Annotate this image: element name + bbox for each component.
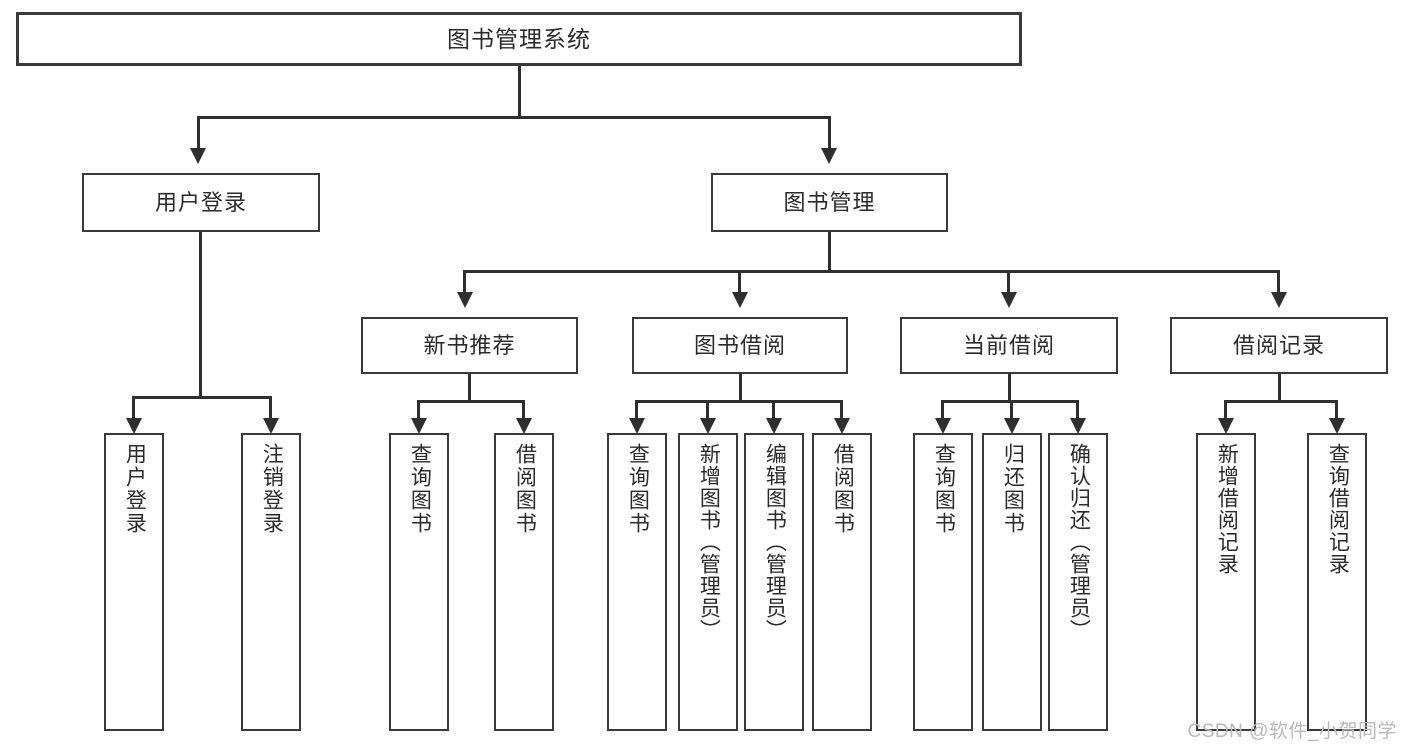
node-label: 借阅图书 [831,443,855,535]
node-label: 归还图书 [1001,443,1025,535]
node-label: 借阅图书 [513,443,537,535]
leaf-query-book-current[interactable]: 查询图书 [913,433,973,731]
node-book-management[interactable]: 图书管理 [711,173,948,232]
node-label: 图书管理系统 [447,25,591,52]
arrowhead-leaf-confirm-return-cb [1070,418,1086,434]
arrowhead-new-book-recommend [457,292,473,308]
leaf-borrow-book-new-recommend[interactable]: 借阅图书 [494,433,554,731]
node-current-borrow[interactable]: 当前借阅 [900,317,1118,374]
leaf-return-book-current[interactable]: 归还图书 [982,433,1042,731]
node-label: 注销登录 [260,443,284,535]
arrowhead-book-management [821,148,837,164]
connector-cb-child-1 [941,400,944,420]
arrowhead-user-login [190,148,206,164]
arrowhead-leaf-add-record-br [1218,418,1234,434]
connector-root-to-book-management [828,116,831,150]
connector-nbr-bus [417,400,525,403]
connector-br-child-1 [1224,400,1227,420]
connector-br-stem [1278,374,1281,402]
node-label: 查询图书 [932,443,956,535]
connector-nbr-stem [468,374,471,402]
connector-user-login-bus [132,396,272,399]
connector-root-to-user-login [197,116,200,150]
leaf-query-book-new-recommend[interactable]: 查询图书 [389,433,449,731]
connector-book-management-bus [463,270,1280,273]
node-root-book-management-system[interactable]: 图书管理系统 [16,12,1022,66]
leaf-add-book-admin[interactable]: 新增图书（管理员） [678,433,738,731]
watermark-text: CSDN @软件_小贺同学 [1187,721,1397,742]
arrowhead-leaf-user-login [126,418,142,434]
arrowhead-current-borrow [1001,292,1017,308]
arrowhead-leaf-query-record-br [1329,418,1345,434]
arrowhead-leaf-query-book-nbr [411,418,427,434]
connector-bb-stem [739,374,742,402]
node-label: 新增图书（管理员） [697,443,721,641]
node-label: 确认归还（管理员） [1067,443,1091,641]
connector-user-login-stem [199,232,202,398]
connector-cb-child-3 [1076,400,1079,420]
node-book-borrow[interactable]: 图书借阅 [632,317,848,374]
node-label: 用户登录 [154,189,247,215]
node-label: 查询图书 [408,443,432,535]
node-label: 图书借阅 [693,332,786,358]
leaf-borrow-book-borrow[interactable]: 借阅图书 [812,433,872,731]
node-label: 借阅记录 [1232,332,1325,358]
arrowhead-borrow-record [1271,292,1287,308]
connector-user-login-child-2 [269,396,272,420]
connector-br-child-2 [1335,400,1338,420]
connector-bm-child-2 [738,270,741,294]
leaf-edit-book-admin[interactable]: 编辑图书（管理员） [744,433,804,731]
arrowhead-leaf-logout [263,418,279,434]
connector-bb-child-2 [706,400,709,420]
arrowhead-leaf-query-book-bb [629,418,645,434]
connector-bm-child-1 [463,270,466,294]
node-borrow-record[interactable]: 借阅记录 [1170,317,1388,374]
connector-cb-child-2 [1010,400,1013,420]
arrowhead-leaf-borrow-book-bb [834,418,850,434]
node-label: 编辑图书（管理员） [763,443,787,641]
connector-root-stem [518,66,521,116]
node-label: 查询借阅记录 [1326,443,1350,575]
leaf-query-book-borrow[interactable]: 查询图书 [607,433,667,731]
arrowhead-leaf-borrow-book-nbr [516,418,532,434]
arrowhead-book-borrow [732,292,748,308]
connector-br-bus [1224,400,1338,403]
connector-bb-child-4 [840,400,843,420]
connector-book-management-stem [828,232,831,272]
connector-bb-bus [635,400,842,403]
node-new-book-recommend[interactable]: 新书推荐 [361,317,578,374]
leaf-add-borrow-record[interactable]: 新增借阅记录 [1196,433,1256,731]
connector-bb-child-3 [772,400,775,420]
connector-root-bus [197,116,831,119]
leaf-user-login[interactable]: 用户登录 [104,433,164,731]
arrowhead-leaf-edit-book-bb [766,418,782,434]
arrowhead-leaf-return-book-cb [1004,418,1020,434]
leaf-confirm-return-admin[interactable]: 确认归还（管理员） [1048,433,1108,731]
node-label: 新书推荐 [423,332,516,358]
node-label: 当前借阅 [962,332,1055,358]
connector-bm-child-3 [1007,270,1010,294]
node-user-login[interactable]: 用户登录 [82,173,320,232]
arrowhead-leaf-add-book-bb [700,418,716,434]
node-label: 查询图书 [626,443,650,535]
connector-cb-stem [1008,374,1011,402]
leaf-logout[interactable]: 注销登录 [241,433,301,731]
arrowhead-leaf-query-book-cb [935,418,951,434]
node-label: 新增借阅记录 [1215,443,1239,575]
connector-nbr-child-1 [417,400,420,420]
connector-bm-child-4 [1277,270,1280,294]
connector-bb-child-1 [635,400,638,420]
connector-user-login-child-1 [132,396,135,420]
node-label: 用户登录 [123,443,147,535]
node-label: 图书管理 [783,189,876,215]
connector-nbr-child-2 [522,400,525,420]
leaf-query-borrow-record[interactable]: 查询借阅记录 [1307,433,1367,731]
